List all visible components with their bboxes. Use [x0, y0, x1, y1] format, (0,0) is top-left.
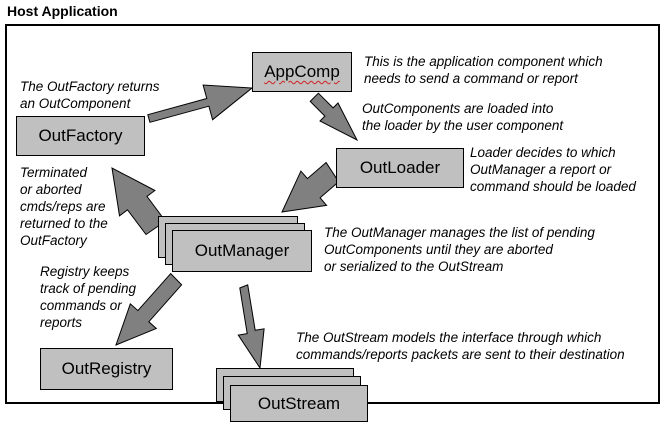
- outloader-label: OutLoader: [359, 158, 441, 177]
- note-loader-decides: Loader decides to which OutManager a rep…: [470, 145, 636, 194]
- outfactory-label: OutFactory: [38, 126, 123, 145]
- arrow-outfactory-to-appcomp: [147, 84, 254, 123]
- arrow-outloader-to-outmanager: [281, 161, 340, 213]
- note-outstream: The OutStream models the interface throu…: [296, 330, 625, 362]
- outfactory-box: OutFactory: [16, 116, 145, 156]
- outmanager-label: OutManager: [194, 241, 290, 260]
- appcomp-label: AppComp: [264, 62, 340, 81]
- arrow-outmanager-to-outstream: [237, 284, 265, 370]
- outstream-label: OutStream: [257, 393, 341, 413]
- outmanager-box: OutManager: [172, 230, 312, 272]
- arrow-outmanager-to-outregistry: [115, 272, 183, 346]
- outregistry-box: OutRegistry: [40, 348, 173, 390]
- arrow-appcomp-to-outloader: [309, 92, 359, 142]
- outloader-box: OutLoader: [336, 148, 464, 188]
- note-outmanager: The OutManager manages the list of pendi…: [324, 225, 595, 274]
- appcomp-box: AppComp: [252, 52, 352, 92]
- note-terminated: Terminated or aborted cmds/reps are retu…: [20, 165, 108, 248]
- note-appcomp: This is the application component which …: [364, 54, 603, 86]
- diagram-title: Host Application: [7, 3, 118, 19]
- note-registry: Registry keeps track of pending commands…: [40, 264, 137, 330]
- note-components-loaded: OutComponents are loaded into the loader…: [362, 101, 564, 133]
- note-outfactory-returns: The OutFactory returns an OutComponent: [20, 79, 160, 111]
- outstream-box: OutStream: [230, 385, 368, 422]
- outregistry-label: OutRegistry: [61, 359, 152, 378]
